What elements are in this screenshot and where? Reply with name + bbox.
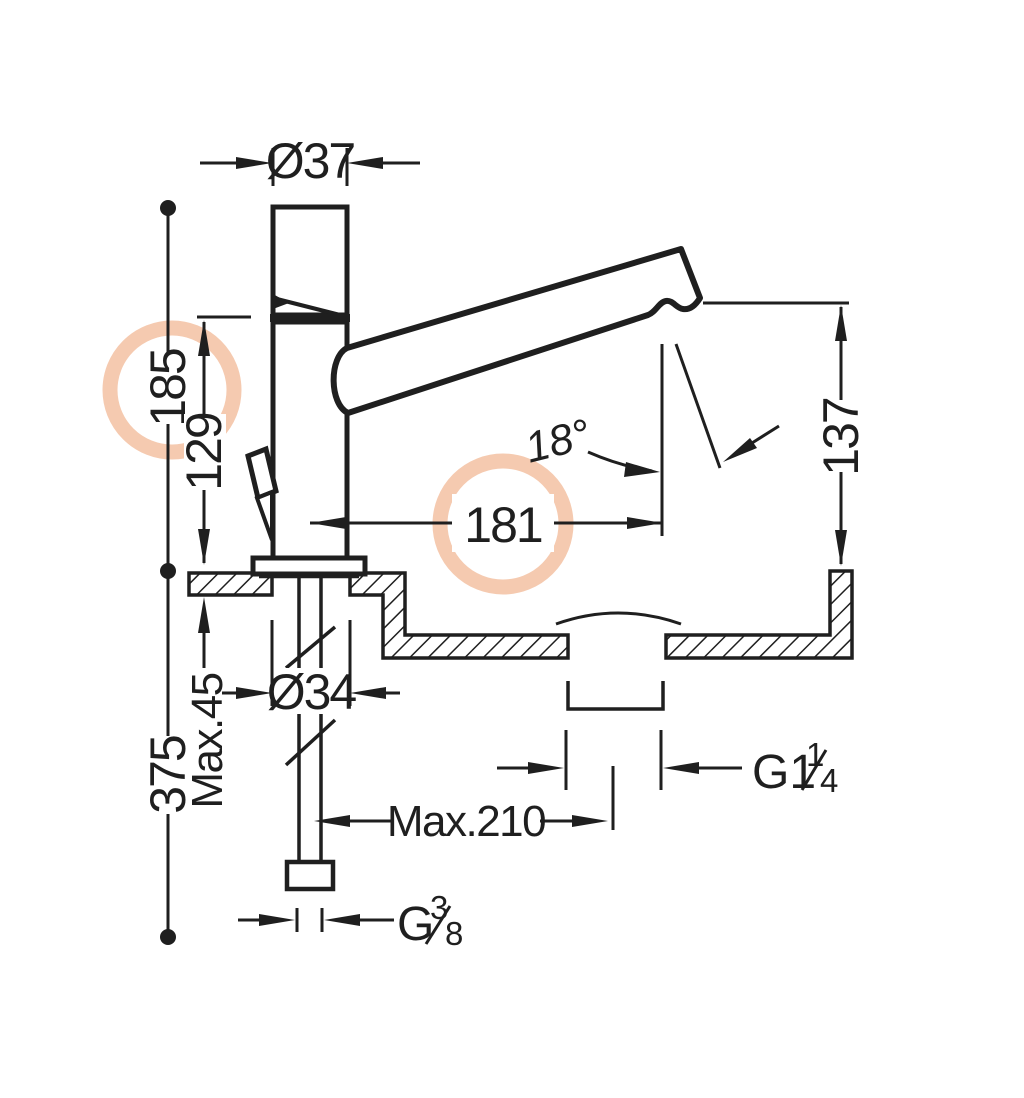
dim-spout-body-diameter: Ø37 [200, 133, 420, 189]
dim-spout-reach: 181 [310, 494, 663, 553]
max-deck-thickness-label: Max.45 [183, 673, 232, 808]
outlet-height-label: 137 [813, 398, 869, 476]
cap-seam [270, 314, 350, 322]
supply-connector [284, 859, 336, 892]
base-plate [250, 555, 368, 577]
basin-bottom-arc [555, 611, 682, 626]
pipe-break-mark [284, 625, 337, 670]
spout-angle-label: 18° [520, 410, 595, 472]
under-counter-depth-label: 375 [140, 736, 196, 814]
dim-spout-angle: 18° [520, 343, 780, 536]
dim-total-height: 185 [140, 200, 196, 579]
highlight-ring-185 [102, 320, 242, 460]
supply-thread-label: G [397, 898, 434, 951]
spout-underside-height-label: 129 [176, 413, 232, 491]
spout-reach-label: 181 [464, 497, 542, 553]
faucet-outline [245, 204, 703, 892]
dim-supply-thread: G 3 8 [238, 889, 463, 952]
drain-thread-label: G1 [752, 746, 816, 799]
drain-thread-numerator: 1 [806, 736, 824, 773]
dim-under-counter-depth: 375 [140, 571, 196, 945]
basin-right-and-riser [664, 569, 854, 660]
dim-outlet-height: 137 [703, 301, 869, 566]
deck-left-piece [187, 571, 274, 597]
cap-notch [273, 294, 289, 309]
dim-drain-thread: G1 1 4 [497, 730, 838, 799]
spout-body-diameter-label: Ø37 [266, 133, 355, 189]
countertop-section [187, 569, 854, 711]
pipe-break-mark [284, 718, 337, 767]
drain-thread-denominator: 4 [820, 762, 838, 799]
faucet-top-cap [270, 204, 350, 318]
supply-thread-denominator: 8 [445, 915, 463, 952]
drain-tailpiece [566, 681, 665, 711]
lever-handle [245, 445, 279, 541]
deck-right-and-basin-left [348, 571, 570, 660]
dim-mounting-hole-diameter: Ø34 [222, 620, 400, 720]
dim-spout-underside-height: 129 [176, 315, 251, 565]
dim-max-deck-thickness: Max.45 [183, 597, 232, 809]
total-height-label: 185 [140, 349, 196, 427]
mounting-hole-diameter-label: Ø34 [267, 664, 357, 720]
supply-pipe [284, 576, 337, 892]
faucet-spout [330, 246, 703, 416]
max-drain-distance-label: Max.210 [387, 797, 545, 846]
dim-max-drain-distance: Max.210 [314, 766, 615, 846]
